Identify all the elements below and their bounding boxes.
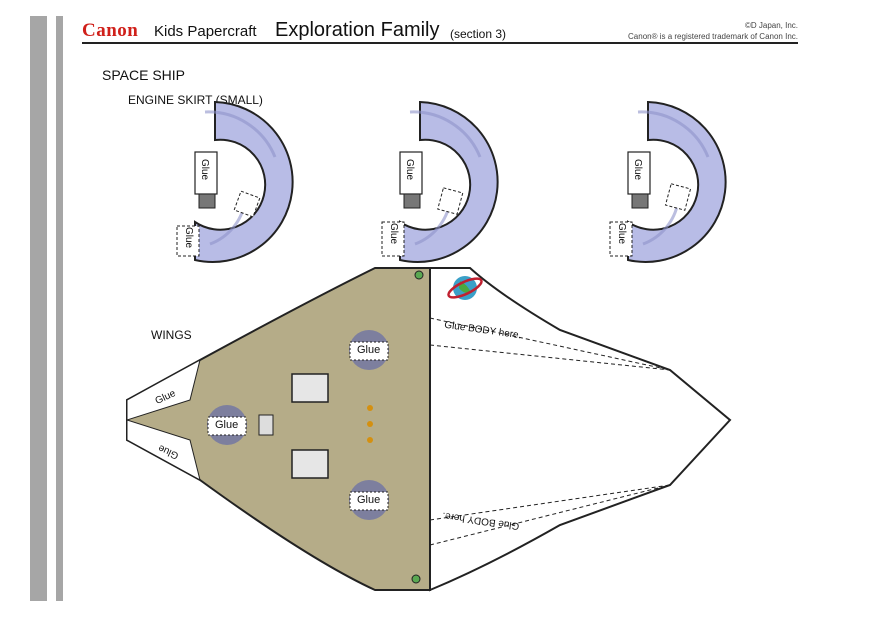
glue-circle-top	[349, 330, 389, 370]
page-title: Exploration Family	[275, 19, 440, 41]
glue-label-skirt-1a: Glue	[199, 158, 211, 181]
glue-label-skirt-2b: Glue	[388, 222, 400, 245]
canon-logo: Canon	[82, 20, 139, 41]
header-subtitle: Kids Papercraft	[154, 23, 257, 40]
glue-label-skirt-3b: Glue	[616, 222, 628, 245]
left-margin-bar	[30, 16, 47, 601]
wings-label: WINGS	[151, 328, 192, 342]
glue-label-skirt-2a: Glue	[404, 158, 416, 181]
engine-skirt-1	[176, 100, 295, 264]
engine-skirt-3	[609, 100, 728, 264]
glue-label-skirt-1b: Glue	[183, 226, 195, 249]
header-rule	[82, 42, 798, 44]
glue-label-wing-bottom: Glue	[357, 494, 381, 506]
glue-circle-bottom	[349, 480, 389, 520]
section-heading: SPACE SHIP	[102, 67, 185, 83]
left-margin-bar-thin	[56, 16, 63, 601]
engine-skirt-2	[381, 100, 500, 264]
glue-label-wing-left: Glue	[215, 419, 239, 431]
copyright-line-2: Canon® is a registered trademark of Cano…	[628, 32, 798, 41]
wing-white	[429, 267, 732, 592]
planet-logo	[447, 276, 483, 300]
glue-label-wing-top: Glue	[357, 344, 381, 356]
section-label: (section 3)	[450, 27, 507, 41]
glue-label-skirt-3a: Glue	[632, 158, 644, 181]
wing-khaki	[126, 267, 431, 591]
glue-circle-left	[207, 405, 247, 445]
copyright-line-1: ©D Japan, Inc.	[744, 21, 798, 30]
